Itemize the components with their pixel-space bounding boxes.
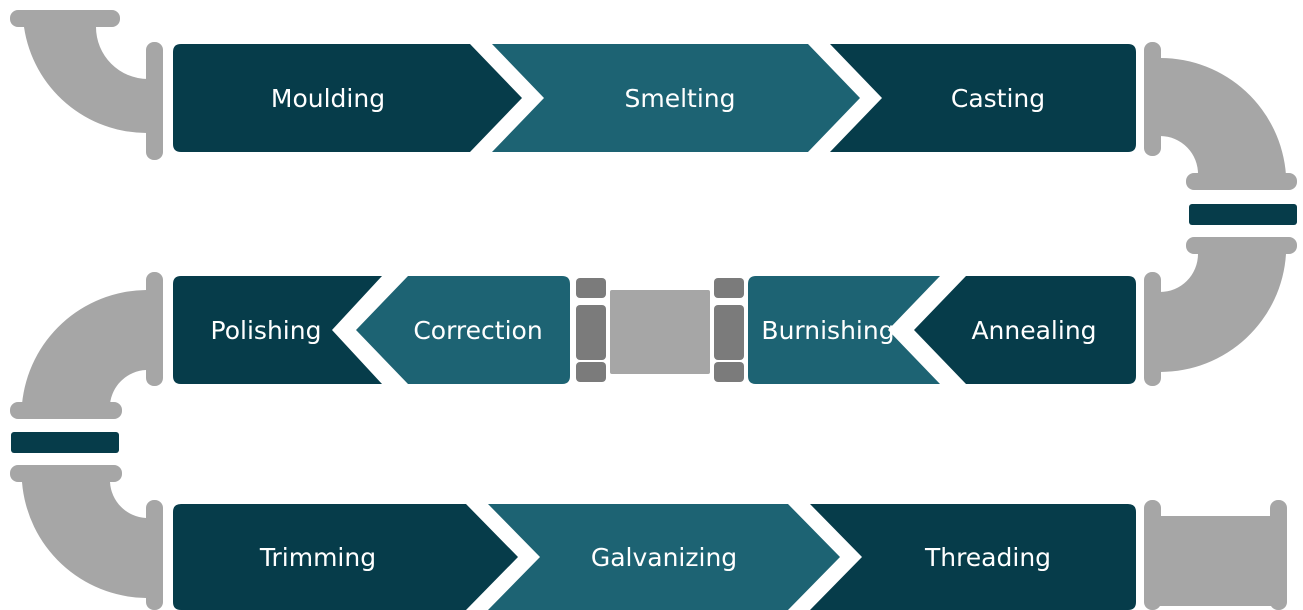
step-threading-shape [810, 504, 1136, 610]
step-annealing-shape [914, 276, 1136, 384]
step-correction-shape [356, 276, 570, 384]
left-pipe-coupling [11, 432, 119, 453]
right-pipe-elbow-lower [1144, 237, 1297, 386]
step-casting: Casting [830, 44, 1136, 152]
step-trimming-shape [173, 504, 518, 610]
step-smelting: Smelting [492, 44, 860, 152]
step-label: Annealing [971, 316, 1096, 345]
step-burnishing-shape [748, 276, 940, 384]
step-moulding-shape [173, 44, 522, 152]
step-label: Galvanizing [591, 543, 737, 572]
row-1: Moulding Smelting Casting [173, 44, 1136, 152]
top-left-pipe-elbow [10, 10, 163, 160]
step-label: Trimming [259, 543, 376, 572]
step-label: Correction [413, 316, 542, 345]
step-annealing: Annealing [914, 276, 1136, 384]
bottom-right-pipe-stub [1144, 500, 1287, 610]
row-3: Trimming Galvanizing Threading [173, 504, 1136, 610]
step-label: Burnishing [761, 316, 894, 345]
step-label: Threading [924, 543, 1051, 572]
step-casting-shape [830, 44, 1136, 152]
left-pipe-elbow-upper [10, 272, 163, 419]
step-smelting-shape [492, 44, 860, 152]
step-correction: Correction [356, 276, 570, 384]
right-pipe-elbow-upper [1144, 42, 1297, 190]
step-moulding: Moulding [173, 44, 522, 152]
step-trimming: Trimming [173, 504, 518, 610]
step-galvanizing: Galvanizing [488, 504, 840, 610]
step-burnishing: Burnishing [748, 276, 940, 384]
step-label: Moulding [271, 84, 385, 113]
step-polishing: Polishing [173, 276, 382, 384]
middle-pipe-valve [576, 278, 744, 382]
step-polishing-shape [173, 276, 382, 384]
step-label: Smelting [624, 84, 735, 113]
left-pipe-elbow-lower [10, 465, 163, 610]
step-threading: Threading [810, 504, 1136, 610]
row-2: Polishing Correction Burnishing Annealin… [173, 276, 1136, 384]
step-label: Casting [951, 84, 1045, 113]
right-pipe-coupling [1189, 204, 1297, 225]
step-label: Polishing [211, 316, 322, 345]
step-galvanizing-shape [488, 504, 840, 610]
